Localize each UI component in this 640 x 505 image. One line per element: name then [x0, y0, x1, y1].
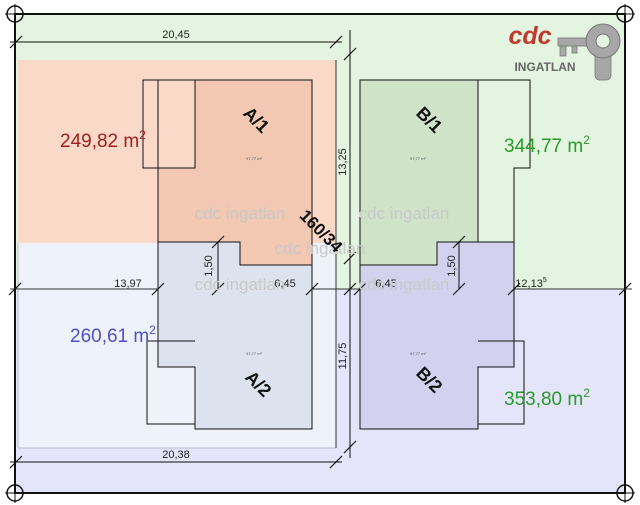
- dim-tick: [507, 282, 521, 296]
- house-a2-body: [157, 241, 313, 430]
- dim-b-mid: 6,45: [375, 278, 396, 290]
- plot-a2-area: 260,61 m2: [70, 323, 156, 347]
- dim-right-mid-sup: 5: [543, 277, 547, 284]
- house-a1-terrace: [142, 79, 195, 169]
- corner-marker-bottom-right: [615, 483, 635, 503]
- logo-tagline: INGATLAN: [514, 60, 575, 74]
- house-b1-body: [359, 79, 479, 266]
- plot-b1-area: 344,77 m2: [504, 133, 590, 157]
- watermark: cdc ingatlan: [359, 275, 450, 294]
- dim-b-step-height: 1,50: [446, 255, 458, 276]
- dim-tick: [211, 282, 225, 296]
- dim-tick: [343, 47, 357, 61]
- dim-top-width: 20,45: [162, 29, 190, 41]
- dim-tick: [343, 440, 357, 454]
- site-boundary: [14, 13, 626, 494]
- dim-tick: [452, 282, 466, 296]
- house-a2-terrace: [146, 340, 195, 425]
- dim-tick: [353, 282, 367, 296]
- watermark: cdc ingatlan: [195, 275, 286, 294]
- dim-tick: [8, 282, 22, 296]
- dim-right-height-top: 13,25: [337, 148, 349, 176]
- plot-b2-area: 353,80 m2: [504, 386, 590, 410]
- corner-marker-bottom-left: [5, 483, 25, 503]
- dim-tick: [452, 235, 466, 249]
- house-a2-area: 97,77 m²: [246, 351, 262, 356]
- plot-a1-area: 249,82 m2: [60, 128, 146, 152]
- cdc-ingatlan-logo: cdc INGATLAN: [508, 22, 621, 81]
- dim-left-mid: 13,97: [114, 278, 142, 290]
- key-icon: [557, 23, 621, 81]
- dim-right-mid: 12,135: [515, 277, 547, 290]
- house-b2-area: 97,77 m²: [410, 351, 426, 356]
- corner-marker-top-right: [615, 4, 635, 24]
- house-a1-area: 97,77 m²: [246, 156, 262, 161]
- dim-tick: [343, 282, 357, 296]
- dim-a-mid: 6,45: [274, 278, 295, 290]
- dim-tick: [305, 282, 319, 296]
- house-b2-terrace: [478, 340, 525, 425]
- watermark: cdc ingatlan: [195, 204, 286, 223]
- dim-tick: [151, 282, 165, 296]
- dim-bottom-width: 20,38: [162, 449, 190, 461]
- house-b1-area: 97,77 m²: [410, 156, 426, 161]
- dim-tick: [343, 251, 357, 265]
- dim-tick: [9, 35, 23, 49]
- dim-tick: [618, 282, 632, 296]
- dim-tick: [9, 455, 23, 469]
- dim-tick: [211, 235, 225, 249]
- house-b2-body: [359, 241, 515, 430]
- corner-marker-top-left: [5, 4, 25, 24]
- watermark: cdc ingatlan: [275, 239, 366, 258]
- dim-right-height-bottom: 11,75: [337, 343, 349, 370]
- dim-tick: [329, 35, 343, 49]
- dim-tick: [329, 455, 343, 469]
- logo-brand: cdc: [508, 22, 551, 50]
- dim-a-step-height: 1,50: [203, 255, 215, 276]
- watermark: cdc ingatlan: [359, 204, 450, 223]
